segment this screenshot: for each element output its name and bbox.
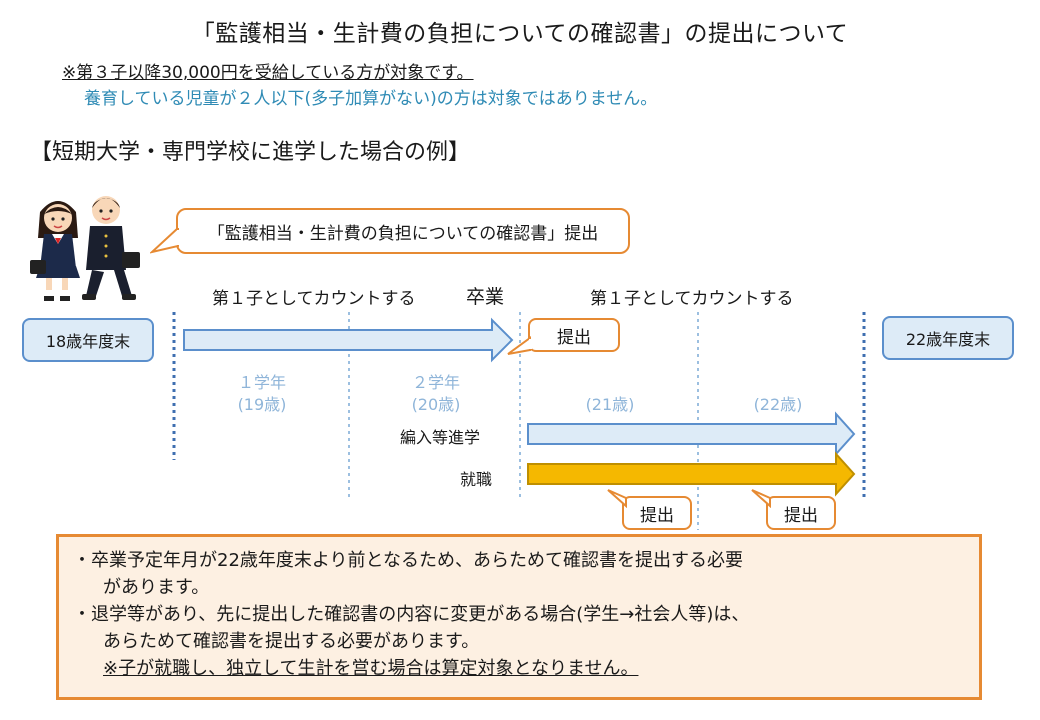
grade1-name: １学年 <box>237 373 286 392</box>
start-age-box: 18歳年度末 <box>22 318 154 362</box>
employment-path-label: 就職 <box>460 470 493 489</box>
submit-pointer-year3 <box>607 489 627 508</box>
grade2-age: (20歳) <box>411 395 461 414</box>
target-note-text: ※第３子以降30,000円を受給している方が対象です。 <box>62 63 474 83</box>
grade2-name: ２学年 <box>411 373 460 392</box>
info-bullet1-line1: ・卒業予定年月が22歳年度末より前となるため、あらためて確認書を提出する必要 <box>73 550 744 571</box>
timeline-dividers <box>172 312 866 530</box>
submit-pointer-year4 <box>751 489 771 508</box>
submit-box-year4: 提出 <box>766 496 836 530</box>
callout-pointer <box>150 228 181 254</box>
confirmation-callout: 「監護相当・生計費の負担についての確認書」提出 <box>176 208 630 254</box>
info-note: ※子が就職し、独立して生計を営む場合は算定対象となりません。 <box>73 655 965 682</box>
grade1-age: (19歳) <box>237 395 287 414</box>
target-note: ※第３子以降30,000円を受給している方が対象です。 <box>62 58 474 83</box>
info-bullet2-line1: ・退学等があり、先に提出した確認書の内容に変更がある場合(学生→社会人等)は、 <box>73 604 750 625</box>
page-title: 「監護相当・生計費の負担についての確認書」の提出について <box>191 21 849 47</box>
section-heading: 【短期大学・専門学校に進学した場合の例】 <box>30 140 471 165</box>
girl-student-icon <box>30 201 80 301</box>
transfer-path-label: 編入等進学 <box>400 428 481 447</box>
info-bullet1-line2: があります。 <box>103 577 210 598</box>
timeline-arrows <box>183 317 856 497</box>
exclusion-note: 養育している児童が２人以下(多子加算がない)の方は対象ではありません。 <box>84 89 658 109</box>
graduation-label: 卒業 <box>466 286 505 308</box>
submit-box-graduation: 提出 <box>528 318 620 352</box>
info-box: ・卒業予定年月が22歳年度末より前となるため、あらためて確認書を提出する必要 が… <box>56 534 982 700</box>
submit-pointer-graduation <box>507 336 532 355</box>
count-label-left: 第１子としてカウントする <box>212 289 416 309</box>
info-bullet2-line2: あらためて確認書を提出する必要があります。 <box>103 631 480 652</box>
age3-label: (21歳) <box>585 395 635 414</box>
info-note-text: ※子が就職し、独立して生計を営む場合は算定対象となりません。 <box>103 658 639 679</box>
boy-student-icon <box>82 196 140 300</box>
end-age-box: 22歳年度末 <box>882 316 1014 360</box>
enrollment-arrow <box>183 317 514 363</box>
grade1-label: １学年 (19歳) <box>212 372 312 416</box>
submit-box-year3: 提出 <box>622 496 692 530</box>
employment-arrow <box>527 451 856 497</box>
age4-label: (22歳) <box>753 395 803 414</box>
count-label-right: 第１子としてカウントする <box>590 289 794 309</box>
transfer-arrow <box>527 411 856 457</box>
grade2-label: ２学年 (20歳) <box>386 372 486 416</box>
students-illustration <box>30 196 140 301</box>
